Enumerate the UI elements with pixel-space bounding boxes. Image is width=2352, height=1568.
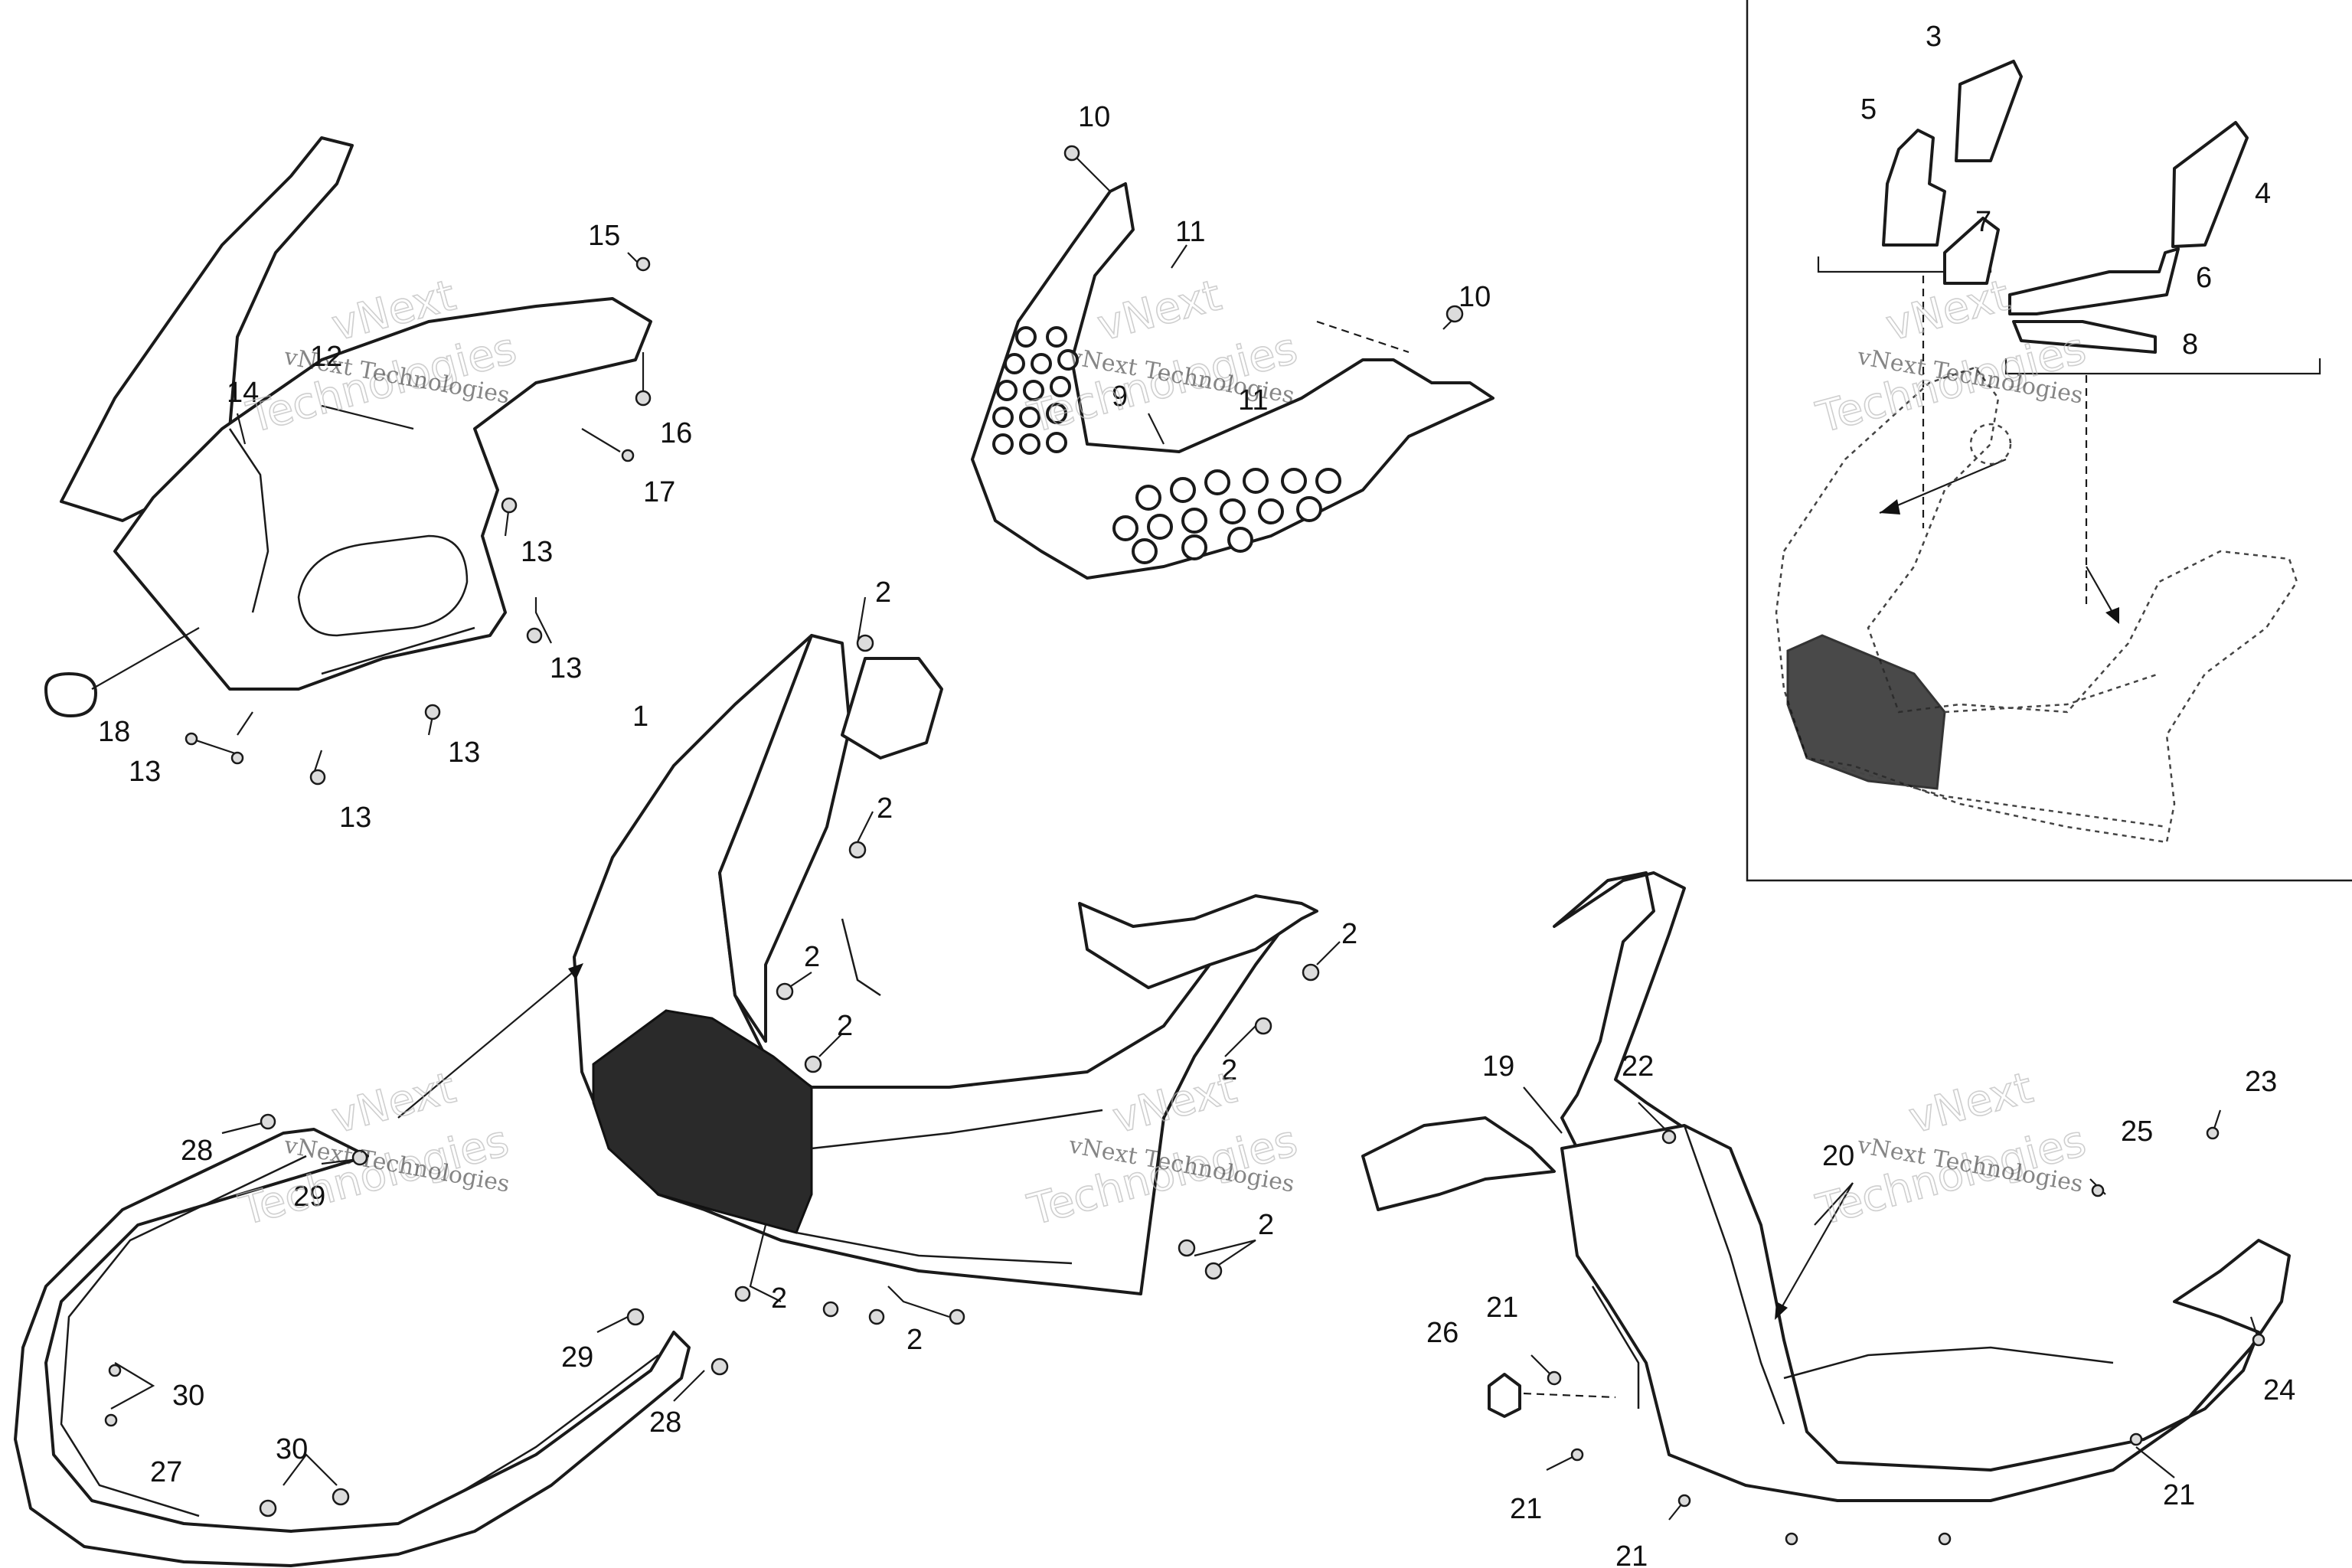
part-26-grommet xyxy=(1488,1373,1521,1418)
callout-24: 24 xyxy=(2263,1374,2295,1406)
callout-labels: 1 2 2 2 2 2 2 2 2 2 3 4 5 6 7 8 9 10 10 … xyxy=(98,21,2295,1568)
part-7-trim xyxy=(1943,217,2000,285)
part-1-honeycomb-grille xyxy=(592,1009,813,1234)
callout-11: 11 xyxy=(1175,216,1205,248)
callout-13: 13 xyxy=(550,652,582,684)
callout-21: 21 xyxy=(1510,1493,1542,1525)
callout-17: 17 xyxy=(643,476,675,508)
callout-1: 1 xyxy=(632,701,648,733)
part-27-skid-bar xyxy=(14,1128,691,1567)
callout-29: 29 xyxy=(561,1341,593,1374)
callout-22: 22 xyxy=(1622,1050,1654,1083)
callout-2: 2 xyxy=(906,1324,923,1356)
callout-6: 6 xyxy=(2196,262,2212,294)
callout-15: 15 xyxy=(588,220,620,252)
callout-2: 2 xyxy=(771,1282,787,1315)
callout-21: 21 xyxy=(1486,1292,1518,1324)
part-5-trim xyxy=(1882,129,1946,247)
leader-lines xyxy=(91,152,2260,1521)
callout-2: 2 xyxy=(804,941,820,973)
callout-2: 2 xyxy=(837,1010,853,1042)
callout-3: 3 xyxy=(1926,21,1942,53)
vent-holes xyxy=(992,326,1341,564)
callout-2: 2 xyxy=(1258,1209,1274,1241)
part-19-bumper-frame xyxy=(1361,871,2291,1502)
callout-14: 14 xyxy=(227,377,259,409)
inset-bumper-outline xyxy=(1775,366,2298,844)
callout-19: 19 xyxy=(1482,1050,1514,1083)
callout-2: 2 xyxy=(875,577,891,609)
callout-13: 13 xyxy=(521,536,553,568)
callout-20: 20 xyxy=(1822,1140,1854,1172)
callout-2: 2 xyxy=(1341,918,1357,950)
callout-13: 13 xyxy=(339,802,371,834)
callout-26: 26 xyxy=(1426,1317,1459,1349)
part-12-inner-panel xyxy=(44,136,652,717)
fasteners xyxy=(104,145,2265,1546)
part-6-trim xyxy=(2008,247,2180,315)
callout-21: 21 xyxy=(1615,1540,1648,1568)
callout-11: 11 xyxy=(1238,384,1268,416)
callout-12: 12 xyxy=(310,341,342,373)
callout-28: 28 xyxy=(181,1135,213,1167)
callout-23: 23 xyxy=(2245,1066,2277,1098)
callout-27: 27 xyxy=(150,1456,182,1488)
callout-18: 18 xyxy=(98,716,130,748)
watermark-outline: vNext xyxy=(1093,270,1227,351)
callout-29: 29 xyxy=(293,1181,325,1213)
callout-16: 16 xyxy=(660,417,692,449)
callout-25: 25 xyxy=(2121,1116,2153,1148)
part-4-trim xyxy=(2171,121,2249,248)
callout-4: 4 xyxy=(2255,178,2271,210)
callout-2: 2 xyxy=(877,792,893,825)
callout-7: 7 xyxy=(1975,206,1991,238)
callout-9: 9 xyxy=(1112,381,1128,413)
callout-10: 10 xyxy=(1078,101,1110,133)
part-3-trim xyxy=(1955,60,2023,162)
callout-21: 21 xyxy=(2163,1479,2195,1511)
callout-13: 13 xyxy=(129,756,161,788)
callout-30: 30 xyxy=(276,1433,308,1465)
inset-panel xyxy=(1746,0,2352,882)
part-9-grille-panel xyxy=(971,182,1494,580)
inset-grille xyxy=(1786,634,1946,790)
part-1-front-bumper xyxy=(573,634,1318,1295)
callout-13: 13 xyxy=(448,737,480,769)
callout-28: 28 xyxy=(649,1406,681,1439)
callout-8: 8 xyxy=(2182,328,2198,361)
callout-30: 30 xyxy=(172,1380,204,1412)
part-8-trim xyxy=(2012,320,2157,354)
callout-2: 2 xyxy=(1221,1054,1237,1086)
callout-5: 5 xyxy=(1860,93,1877,126)
part-18-cap xyxy=(44,672,97,717)
callout-10: 10 xyxy=(1459,281,1491,313)
